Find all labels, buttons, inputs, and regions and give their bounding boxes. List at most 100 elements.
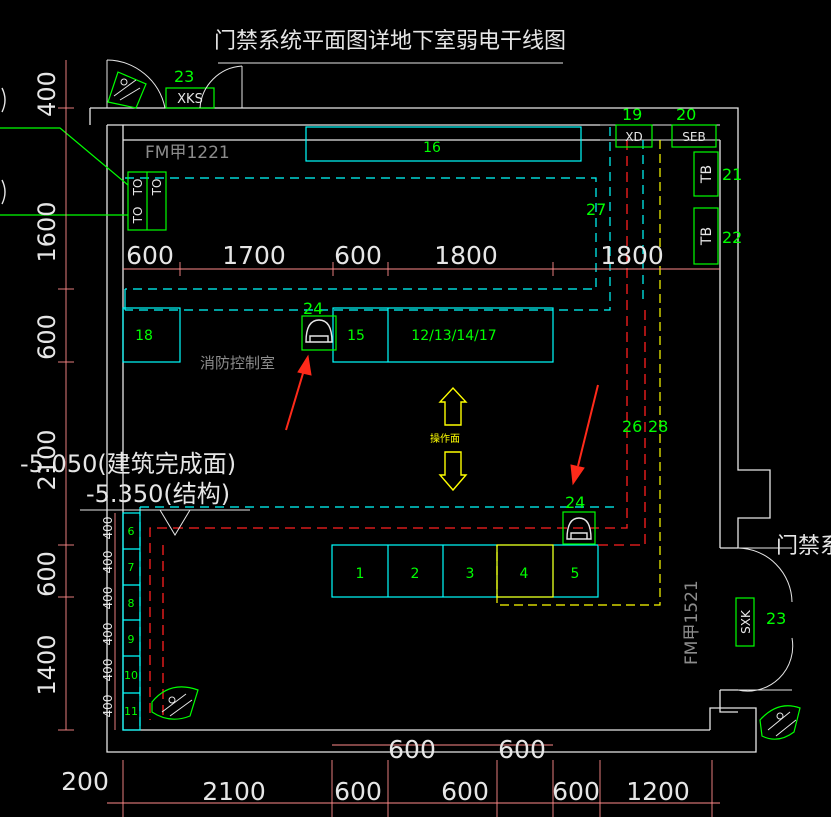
door-controller-icon xyxy=(107,71,147,109)
label-16: 16 xyxy=(423,140,441,156)
door-label-right: FM甲1521 xyxy=(682,580,702,665)
elevation-structure: -5.350(结构) xyxy=(86,480,230,508)
telephone-icon-2 xyxy=(566,517,592,540)
dim-small-6: 400 xyxy=(101,695,115,718)
box-labels: XD SEB XKS xyxy=(177,92,706,144)
label-10: 10 xyxy=(124,669,138,682)
dim-left-3: 600 xyxy=(33,314,61,360)
left-edge-marks xyxy=(1,87,6,205)
cable-trays xyxy=(122,126,644,731)
label-1: 1 xyxy=(356,566,365,582)
cabinet-row-top xyxy=(332,307,554,363)
label-xd: XD xyxy=(625,130,642,144)
label-5: 5 xyxy=(571,566,580,582)
dim-small-4: 400 xyxy=(101,623,115,646)
dim-bottom-1: 200 xyxy=(61,767,109,796)
dim-top-2: 1700 xyxy=(222,241,286,270)
door-controller-icon-3 xyxy=(759,705,801,740)
operation-label: 操作面 xyxy=(430,432,460,445)
dimensions-top: 600 1700 600 1800 1800 xyxy=(126,241,664,270)
label-tb-2: TB xyxy=(699,227,715,246)
label-4: 4 xyxy=(520,566,529,582)
annotation-arrows xyxy=(285,354,599,486)
cabinet-strip-left xyxy=(122,512,141,731)
red-dashed-lines xyxy=(149,140,646,720)
cabinet-row-bottom xyxy=(331,544,599,598)
num-20: 20 xyxy=(676,105,696,124)
dim-top-3: 600 xyxy=(334,241,382,270)
dimensions-left: 400 1600 600 2100 600 1400 xyxy=(33,71,61,695)
strip-labels: 6 7 8 9 10 11 xyxy=(124,525,138,718)
dim-inner-1: 600 xyxy=(388,735,436,764)
operation-arrows xyxy=(438,386,468,492)
num-21: 21 xyxy=(722,165,742,184)
num-23-right: 23 xyxy=(766,609,786,628)
door-label-top: FM甲1221 xyxy=(145,143,230,163)
dim-bottom-2: 2100 xyxy=(202,777,266,806)
dim-bottom-3: 600 xyxy=(334,777,382,806)
dim-small-5: 400 xyxy=(101,659,115,682)
dim-top-5: 1800 xyxy=(600,241,664,270)
label-15: 15 xyxy=(347,328,365,344)
room-name: 消防控制室 xyxy=(200,354,275,372)
phone-box-2 xyxy=(562,511,596,545)
yellow-lines xyxy=(496,140,661,606)
label-11: 11 xyxy=(124,705,138,718)
dim-small-2: 400 xyxy=(101,551,115,574)
equipment-labels: 16 18 15 12/13/14/17 1 2 3 4 5 xyxy=(135,140,579,582)
cabinet-18 xyxy=(122,307,181,363)
num-26: 26 xyxy=(622,417,642,436)
label-12-13-14-17: 12/13/14/17 xyxy=(411,328,496,344)
dim-bottom-5: 600 xyxy=(552,777,600,806)
right-edge-label: 门禁系 xyxy=(776,534,831,559)
dim-small-1: 400 xyxy=(101,517,115,540)
dim-left-5: 600 xyxy=(33,551,61,597)
dim-top-1: 600 xyxy=(126,241,174,270)
num-24-a: 24 xyxy=(303,299,323,318)
phone-box-1 xyxy=(301,315,337,351)
num-27: 27 xyxy=(586,200,606,219)
door-controller-icon-2 xyxy=(151,686,199,720)
door-swings xyxy=(106,59,794,692)
drawing-title: 门禁系统平面图详地下室弱电干线图 xyxy=(214,29,566,54)
label-3: 3 xyxy=(466,566,475,582)
label-seb: SEB xyxy=(682,130,705,144)
label-to-1: TO xyxy=(131,179,145,197)
label-9: 9 xyxy=(128,633,135,646)
elevation-finish: -5.050(建筑完成面) xyxy=(20,450,236,478)
num-19: 19 xyxy=(622,105,642,124)
reference-numbers: 19 20 21 22 23 23 24 24 26 27 28 xyxy=(174,67,786,628)
dim-left-1: 400 xyxy=(33,71,61,117)
dim-left-4: 2100 xyxy=(33,429,61,490)
dimensions-bottom: 200 2100 600 600 600 1200 xyxy=(61,767,690,806)
green-lines xyxy=(0,87,755,647)
dimension-lines xyxy=(58,60,720,817)
num-28: 28 xyxy=(648,417,668,436)
num-22: 22 xyxy=(722,228,742,247)
label-to-3: TO xyxy=(131,207,145,225)
dim-bottom-6: 1200 xyxy=(626,777,690,806)
label-tb-1: TB xyxy=(699,165,715,184)
label-xks: XKS xyxy=(177,92,203,107)
label-7: 7 xyxy=(128,561,135,574)
dimensions-bottom-inner: 600 600 xyxy=(388,735,546,764)
dimensions-small: 400 400 400 400 400 400 xyxy=(101,517,115,718)
dim-bottom-4: 600 xyxy=(441,777,489,806)
elevation-leader xyxy=(80,509,250,536)
dim-small-3: 400 xyxy=(101,587,115,610)
dim-left-2: 1600 xyxy=(33,201,61,262)
dim-inner-2: 600 xyxy=(498,735,546,764)
cabinet-16 xyxy=(305,126,582,162)
telephone-icon xyxy=(305,319,333,343)
num-23-top: 23 xyxy=(174,67,194,86)
dim-top-4: 1800 xyxy=(434,241,498,270)
label-8: 8 xyxy=(128,597,135,610)
num-24-b: 24 xyxy=(565,493,585,512)
label-to-2: TO xyxy=(150,179,164,197)
label-2: 2 xyxy=(411,566,420,582)
dim-left-6: 1400 xyxy=(33,634,61,695)
label-18: 18 xyxy=(135,328,153,344)
label-6: 6 xyxy=(128,525,135,538)
label-sxk: SXK xyxy=(739,609,753,634)
